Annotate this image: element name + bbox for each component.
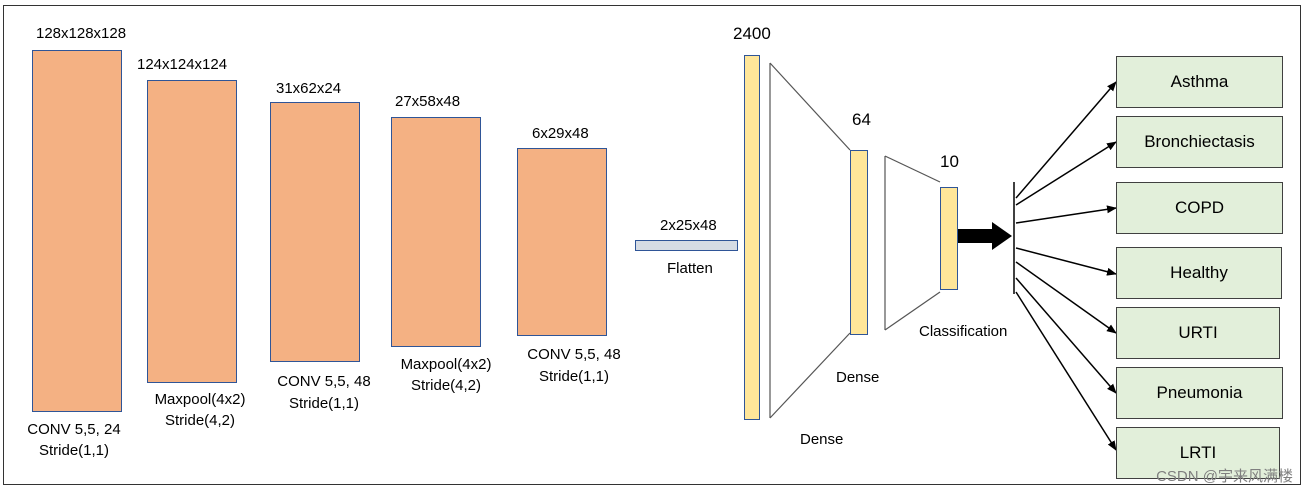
layer-3-block bbox=[270, 102, 360, 362]
output-bar bbox=[940, 187, 958, 290]
dense-connector-bottom bbox=[769, 332, 851, 419]
arrow-urti bbox=[1015, 261, 1117, 334]
dense-connector-top bbox=[769, 62, 851, 151]
layer-1-block bbox=[32, 50, 122, 412]
layer-3-dims: 31x62x24 bbox=[276, 80, 342, 97]
flatten-bar bbox=[635, 240, 738, 251]
layer-1-caption-line-2: Stride(1,1) bbox=[38, 442, 110, 459]
layer-4-caption-line-1: Maxpool(4x2) bbox=[400, 356, 492, 373]
layer-2-caption-line-1: Maxpool(4x2) bbox=[154, 391, 246, 408]
class-urti: URTI bbox=[1116, 307, 1280, 359]
layer-4-caption-line-2: Stride(4,2) bbox=[410, 377, 482, 394]
layer-1-dims: 128x128x128 bbox=[36, 25, 127, 42]
dense-1-label: Dense bbox=[800, 431, 844, 448]
layer-5-dims: 6x29x48 bbox=[532, 125, 589, 142]
class-asthma: Asthma bbox=[1116, 56, 1283, 108]
class-copd: COPD bbox=[1116, 182, 1283, 234]
class-lrti: LRTI bbox=[1116, 427, 1280, 479]
dense-1-size: 2400 bbox=[733, 24, 771, 43]
layer-4-dims: 27x58x48 bbox=[395, 93, 461, 110]
dense-2-size: 64 bbox=[852, 110, 871, 129]
layer-2-caption-line-2: Stride(4,2) bbox=[164, 412, 236, 429]
watermark: CSDN @宇来风满楼 bbox=[1156, 468, 1293, 485]
layer-3-caption-line-2: Stride(1,1) bbox=[288, 395, 360, 412]
layer-4-block bbox=[391, 117, 481, 347]
output-size: 10 bbox=[940, 152, 959, 171]
layer-3-caption-line-1: CONV 5,5, 48 bbox=[277, 373, 371, 390]
arrow-bronchiectasis bbox=[1015, 141, 1117, 206]
layer-5-block bbox=[517, 148, 607, 336]
output-connector-top bbox=[884, 155, 941, 183]
class-healthy: Healthy bbox=[1116, 247, 1282, 299]
layer-2-block bbox=[147, 80, 237, 383]
arrow-lrti bbox=[1015, 291, 1117, 451]
layer-5-caption-line-1: CONV 5,5, 48 bbox=[527, 346, 621, 363]
diagram-frame bbox=[3, 5, 1301, 485]
arrow-pneumonia bbox=[1015, 277, 1117, 394]
arrow-copd bbox=[1015, 205, 1117, 224]
output-connector-bottom bbox=[884, 291, 941, 331]
class-bronchiectasis: Bronchiectasis bbox=[1116, 116, 1283, 168]
class-pneumonia: Pneumonia bbox=[1116, 367, 1283, 419]
flatten-label: Flatten bbox=[667, 260, 713, 277]
arrow-healthy bbox=[1015, 247, 1117, 276]
dense-1-bar bbox=[744, 55, 760, 420]
dense-2-bar bbox=[850, 150, 868, 335]
classification-arrow-icon bbox=[958, 222, 1012, 250]
dense-2-label: Dense bbox=[836, 369, 880, 386]
flatten-dims: 2x25x48 bbox=[660, 217, 717, 234]
layer-1-caption-line-1: CONV 5,5, 24 bbox=[27, 421, 121, 438]
layer-2-dims: 124x124x124 bbox=[137, 56, 228, 73]
output-label: Classification bbox=[919, 323, 1008, 340]
arrow-asthma bbox=[1015, 81, 1117, 199]
layer-5-caption-line-2: Stride(1,1) bbox=[538, 368, 610, 385]
